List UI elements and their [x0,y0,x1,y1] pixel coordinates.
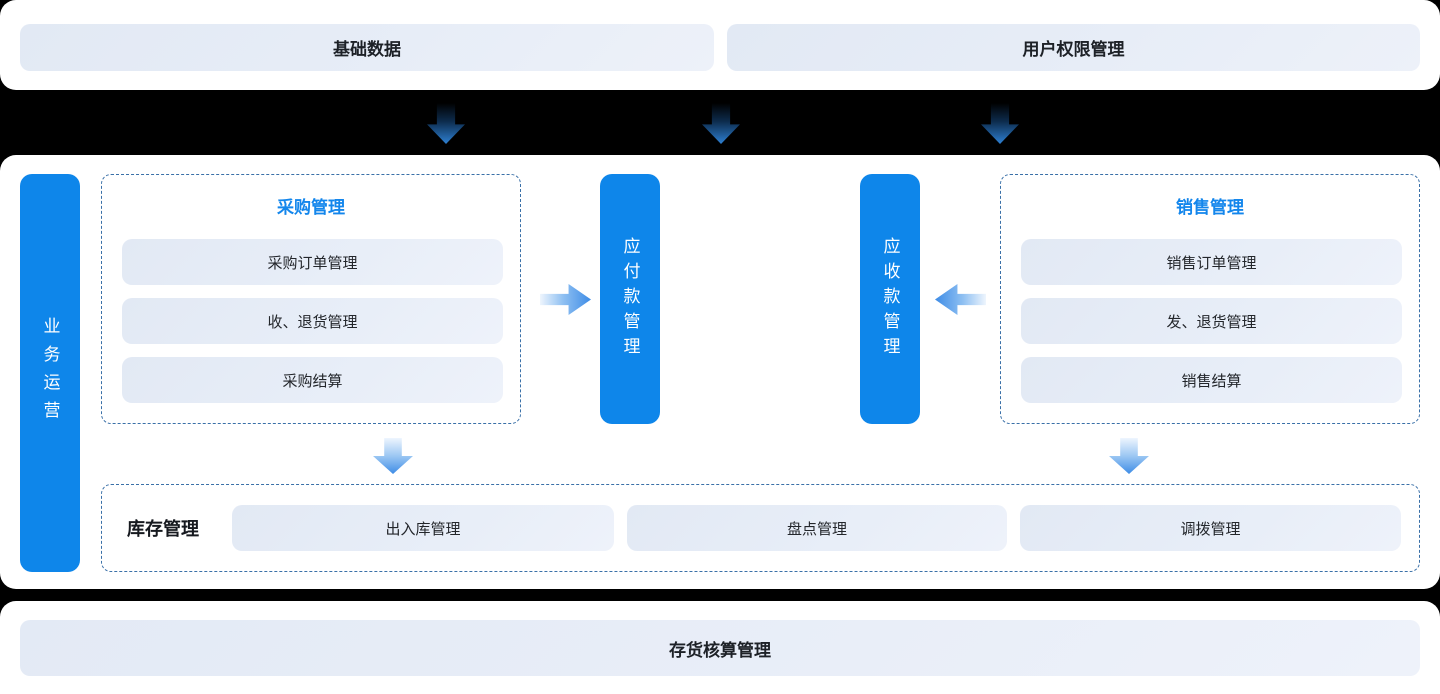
basic-data-label: 基础数据 [333,40,401,59]
sales-order-label: 销售订单管理 [1166,254,1257,272]
sales-group: 销售管理 销售订单管理 发、退货管理 销售结算 [1000,174,1420,424]
arrow-left-icon [935,284,986,315]
accounts-receivable-pill: 应收款管理 [860,174,920,424]
purchase-group: 采购管理 采购订单管理 收、退货管理 采购结算 [101,174,521,424]
receive-return-item: 收、退货管理 [122,298,503,344]
inventory-accounting-label: 存货核算管理 [669,640,771,660]
bottom-panel: 存货核算管理 [0,601,1440,694]
top-panel: 基础数据 用户权限管理 [0,0,1440,90]
stocktaking-label: 盘点管理 [786,520,847,538]
stocktaking-item: 盘点管理 [627,505,1007,551]
ship-return-label: 发、退货管理 [1166,313,1257,331]
user-permission-box: 用户权限管理 [727,24,1420,71]
transfer-item: 调拨管理 [1020,505,1401,551]
user-permission-label: 用户权限管理 [1022,40,1125,59]
basic-data-box: 基础数据 [20,24,714,71]
inventory-accounting-box: 存货核算管理 [20,620,1420,676]
accounts-receivable-label: 应收款管理 [880,236,900,362]
arrow-down-icon [981,103,1019,144]
sales-title: 销售管理 [1176,198,1244,217]
arrow-down-icon [1109,438,1149,474]
purchase-settlement-item: 采购结算 [122,357,503,403]
arrow-down-icon [373,438,413,474]
arrow-down-icon [702,103,740,144]
purchase-settlement-label: 采购结算 [282,372,343,390]
warehouse-inout-label: 出入库管理 [385,520,461,538]
receive-return-label: 收、退货管理 [267,313,358,331]
sales-order-item: 销售订单管理 [1021,239,1402,285]
accounts-payable-label: 应付款管理 [620,236,640,362]
purchase-order-item: 采购订单管理 [122,239,503,285]
sales-settlement-label: 销售结算 [1181,372,1242,390]
accounts-payable-pill: 应付款管理 [600,174,660,424]
arrow-right-icon [540,284,591,315]
inventory-group: 库存管理 出入库管理 盘点管理 调拨管理 [101,484,1420,572]
business-operations-label: 业务运营 [40,317,60,429]
purchase-order-label: 采购订单管理 [267,254,358,272]
arrow-down-icon [427,103,465,144]
main-panel: 业务运营 采购管理 采购订单管理 收、退货管理 采购结算 应付款管理 应收款管理… [0,155,1440,589]
warehouse-inout-item: 出入库管理 [232,505,614,551]
purchase-title: 采购管理 [277,198,345,217]
ship-return-item: 发、退货管理 [1021,298,1402,344]
business-operations-bar: 业务运营 [20,174,80,572]
transfer-label: 调拨管理 [1180,520,1241,538]
sales-settlement-item: 销售结算 [1021,357,1402,403]
inventory-title: 库存管理 [127,519,199,539]
